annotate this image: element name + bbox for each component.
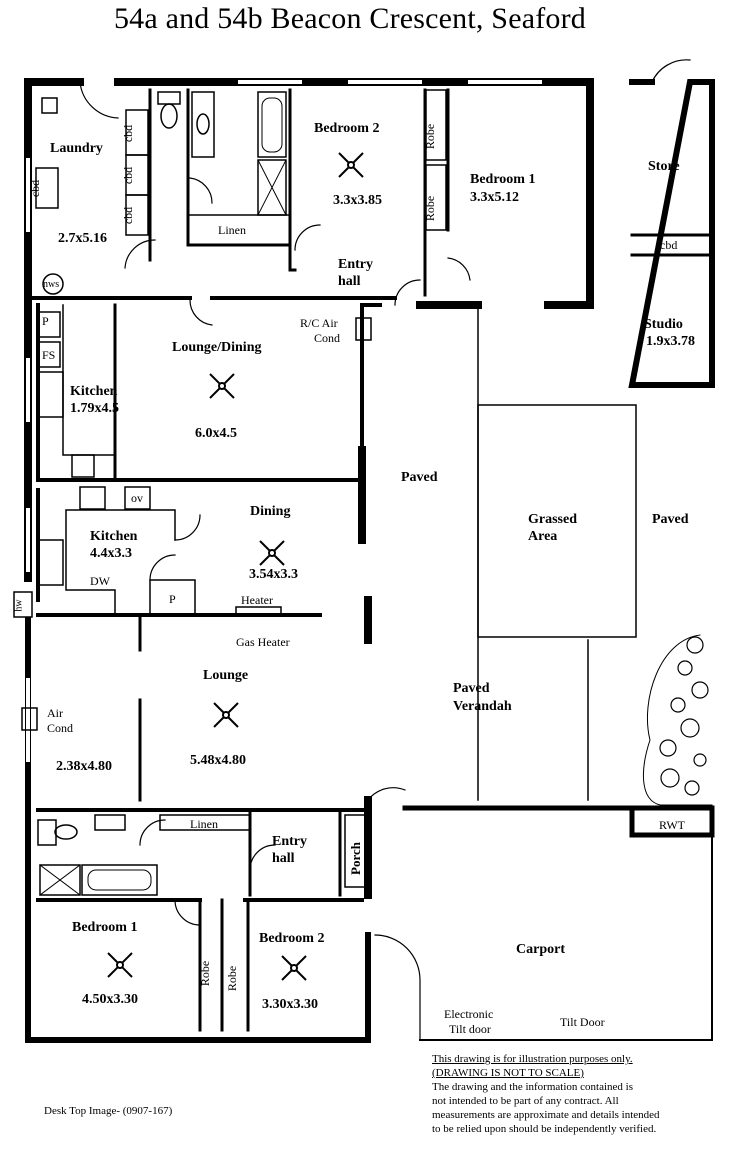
room-size-bedroom2-top: 3.3x3.85	[333, 193, 382, 208]
oven-label: ov	[131, 491, 143, 505]
room-name-store: Store	[648, 159, 680, 174]
room-name-lounge: Lounge	[203, 668, 249, 683]
nws-label: nws	[43, 279, 60, 290]
cbd-label: cbd	[28, 179, 43, 198]
room-size-kitchen-top: 1.79x4.5	[70, 401, 119, 416]
disclaimer-line6: to be relied upon should be independentl…	[432, 1123, 657, 1135]
room-name-laundry: Laundry	[50, 141, 103, 156]
paved-verandah-line1: Paved	[453, 681, 490, 696]
ceiling-fan-icon	[107, 952, 133, 978]
rwt-label: RWT	[659, 818, 685, 832]
dishwasher-label: DW	[90, 574, 110, 588]
robe-label: Robe	[423, 123, 438, 150]
room-size-lounge-dining: 6.0x4.5	[195, 426, 237, 441]
room-name-kitchen-bottom: Kitchen	[90, 529, 138, 544]
room-size-laundry: 2.7x5.16	[58, 231, 107, 246]
ceiling-fan-icon	[213, 702, 239, 728]
room-size-studio: 1.9x3.78	[646, 334, 695, 349]
robe-label: Robe	[423, 195, 438, 222]
grassed-area-line1: Grassed	[528, 512, 577, 527]
paved-verandah-line2: Verandah	[453, 699, 512, 714]
disclaimer-line2: (DRAWING IS NOT TO SCALE)	[432, 1067, 584, 1079]
gas-heater-label: Gas Heater	[236, 635, 290, 649]
ceiling-fan-icon	[338, 152, 364, 178]
room-name-studio: Studio	[644, 317, 683, 332]
linen-label: Linen	[218, 223, 246, 237]
disclaimer: This drawing is for illustration purpose…	[432, 1052, 732, 1136]
tilt-door-label: Tilt Door	[560, 1015, 605, 1029]
fs-label: FS	[42, 348, 56, 362]
cbd-label: cbd	[660, 238, 678, 252]
porch-label: Porch	[347, 842, 363, 875]
rc-air-cond-line1: R/C Air	[300, 316, 338, 330]
disclaimer-line5: measurements are approximate and details…	[432, 1109, 660, 1121]
entry-hall-bottom-line2: hall	[272, 851, 295, 866]
room-name-bedroom1-top: Bedroom 1	[470, 172, 536, 187]
electronic-tilt-door-line1: Electronic	[444, 1007, 494, 1021]
room-size-bedroom1-top: 3.3x5.12	[470, 190, 519, 205]
cbd-label: cbd	[121, 206, 136, 225]
robe-label: Robe	[225, 965, 240, 992]
robe-label: Robe	[198, 960, 213, 987]
room-size-lounge: 5.48x4.80	[190, 753, 246, 768]
room-name-bedroom2-bottom: Bedroom 2	[259, 931, 325, 946]
hw-label: hw	[13, 599, 25, 612]
air-cond-line1: Air	[47, 706, 63, 720]
room-name-bedroom2-top: Bedroom 2	[314, 121, 380, 136]
pantry-label: P	[169, 592, 176, 606]
room-name-kitchen-top: Kitchen	[70, 384, 118, 399]
ceiling-fan-icon	[259, 540, 285, 566]
room-size-dining: 3.54x3.3	[249, 567, 298, 582]
paved-label: Paved	[401, 470, 438, 485]
entry-hall-bottom-line1: Entry	[272, 834, 307, 849]
room-size-bedroom2-bottom: 3.30x3.30	[262, 997, 318, 1012]
entry-hall-top-line1: Entry	[338, 257, 373, 272]
pantry-label: P	[42, 314, 49, 328]
ceiling-fan-icon	[209, 373, 235, 399]
rc-air-cond-line2: Cond	[314, 331, 341, 345]
linen-label: Linen	[190, 817, 218, 831]
grassed-area-line2: Area	[528, 529, 558, 544]
cbd-label: cbd	[121, 166, 136, 185]
room-size-side-room: 2.38x4.80	[56, 759, 112, 774]
disclaimer-line1: This drawing is for illustration purpose…	[432, 1053, 633, 1065]
room-size-kitchen-bottom: 4.4x3.3	[90, 546, 132, 561]
cbd-label: cbd	[121, 124, 136, 143]
disclaimer-line4: not intended to be part of any contract.…	[432, 1095, 619, 1107]
garden-plants	[659, 636, 709, 796]
image-reference: Desk Top Image- (0907-167)	[44, 1105, 173, 1117]
heater-label: Heater	[241, 593, 273, 607]
disclaimer-line3: The drawing and the information containe…	[432, 1081, 633, 1093]
room-name-carport: Carport	[516, 942, 565, 957]
room-name-bedroom1-bottom: Bedroom 1	[72, 920, 138, 935]
page-title: 54a and 54b Beacon Crescent, Seaford	[113, 2, 587, 35]
air-cond-line2: Cond	[47, 721, 74, 735]
electronic-tilt-door-line2: Tilt door	[449, 1022, 491, 1036]
room-name-lounge-dining: Lounge/Dining	[172, 340, 262, 355]
room-name-dining: Dining	[250, 504, 291, 519]
paved-label: Paved	[652, 512, 689, 527]
room-size-bedroom1-bottom: 4.50x3.30	[82, 992, 138, 1007]
entry-hall-top-line2: hall	[338, 274, 361, 289]
ceiling-fan-icon	[281, 955, 307, 981]
